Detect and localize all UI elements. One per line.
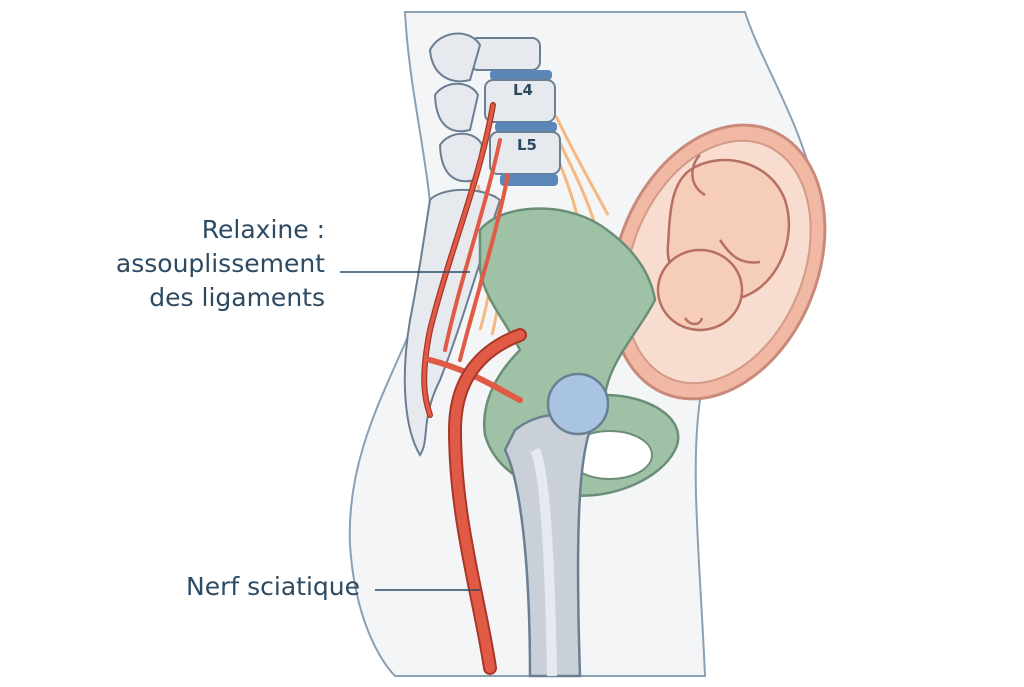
lumbar-spine: L4 L5 — [403, 32, 561, 457]
relaxine-line-3: des ligaments — [149, 283, 325, 312]
fetus — [656, 154, 791, 332]
l5-label: L5 — [517, 136, 537, 154]
relaxine-line-2: assouplissement — [115, 249, 325, 278]
l4-label: L4 — [513, 81, 533, 99]
femur — [503, 372, 610, 678]
femoral-head — [546, 372, 610, 436]
relaxine-line-1: Relaxine : — [201, 215, 325, 244]
sciatic-label: Nerf sciatique — [186, 572, 360, 601]
nerves — [421, 102, 527, 675]
sciatic-callout: Nerf sciatique — [90, 570, 360, 604]
relaxine-callout: Relaxine : assouplissement des ligaments — [40, 213, 325, 315]
